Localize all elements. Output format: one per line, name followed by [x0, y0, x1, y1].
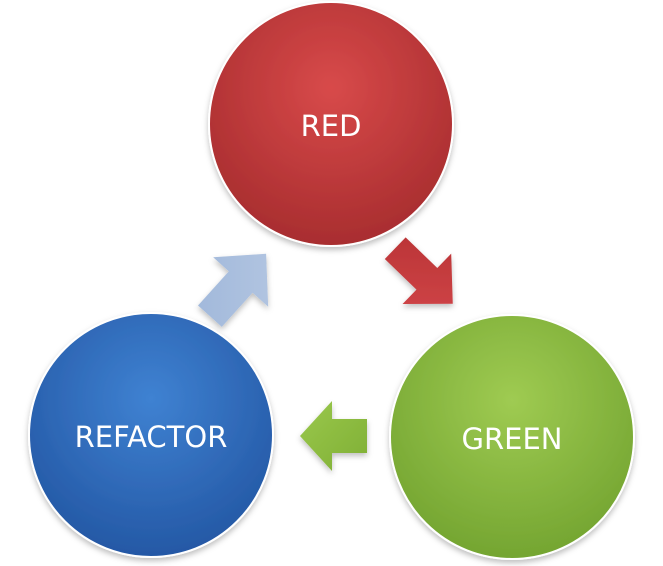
node-green: GREEN	[389, 314, 635, 560]
node-red: RED	[208, 1, 454, 247]
arrow-refactor-to-red	[198, 253, 269, 327]
node-refactor: REFACTOR	[28, 312, 274, 558]
node-green-circle	[389, 314, 635, 560]
node-refactor-label: REFACTOR	[75, 420, 228, 454]
arrow-refactor-to-red-shape	[198, 253, 269, 327]
arrow-red-to-green-shape	[384, 237, 453, 304]
node-refactor-circle	[28, 312, 274, 558]
node-red-label: RED	[301, 109, 362, 143]
arrow-green-to-refactor-shape	[300, 401, 367, 471]
arrow-green-to-refactor	[300, 401, 367, 471]
node-red-circle	[208, 1, 454, 247]
arrow-red-to-green	[384, 237, 453, 304]
node-green-label: GREEN	[462, 422, 563, 456]
